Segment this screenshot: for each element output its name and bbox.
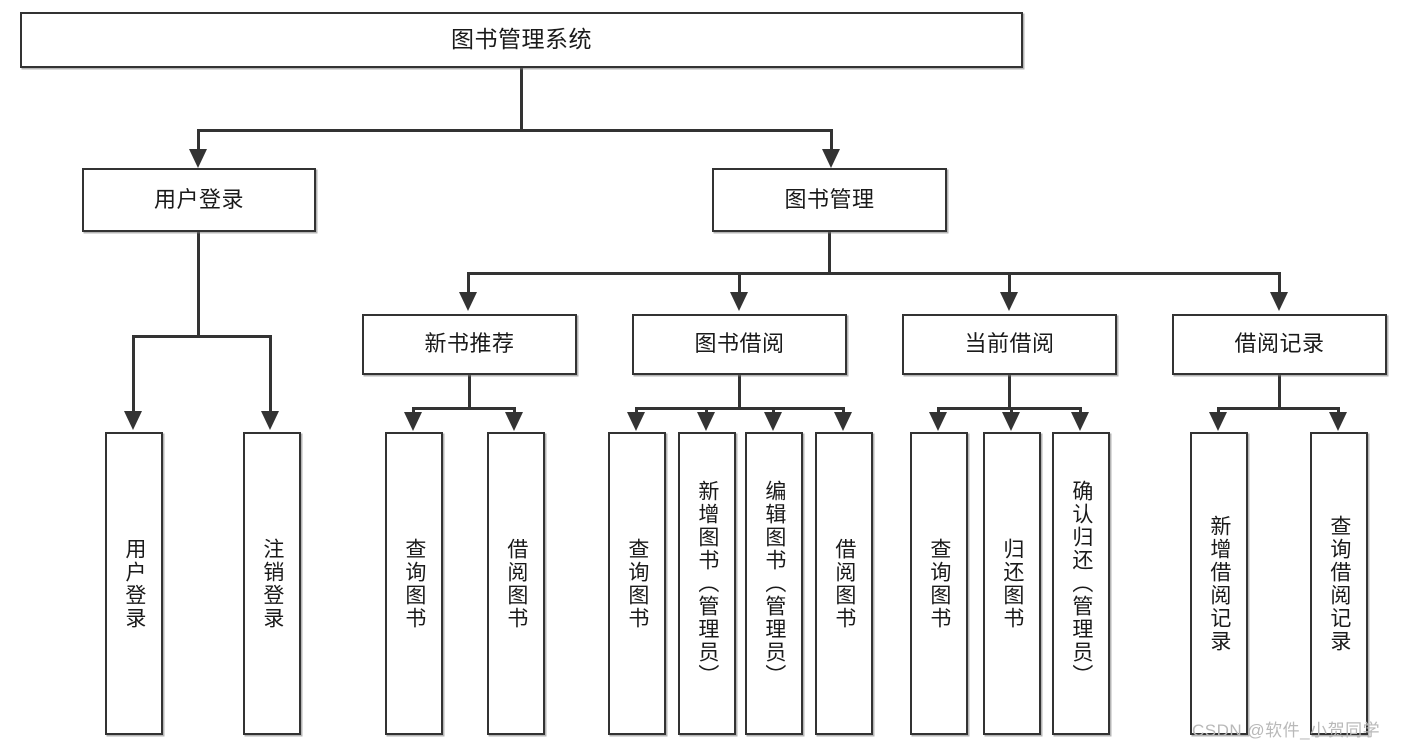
connector-record-drop-2 <box>1337 407 1340 415</box>
node-leaf-query-book-2[interactable]: 查询图书 <box>608 432 666 735</box>
arrow-leaf-add-record <box>1209 412 1227 431</box>
node-leaf-query-book-1[interactable]: 查询图书 <box>385 432 443 735</box>
node-leaf-logout[interactable]: 注销登录 <box>243 432 301 735</box>
node-label: 注销登录 <box>260 537 284 630</box>
node-leaf-add-record[interactable]: 新增借阅记录 <box>1190 432 1248 735</box>
node-label: 用户登录 <box>153 186 244 212</box>
connector-bm-drop-2 <box>738 272 741 294</box>
connector-borrow-drop-2 <box>705 407 708 415</box>
arrow-leaf-return-book <box>1002 412 1020 431</box>
arrow-to-new-book-recommend <box>459 292 477 311</box>
node-leaf-query-book-3[interactable]: 查询图书 <box>910 432 968 735</box>
connector-borrow-bar <box>635 407 844 410</box>
node-leaf-borrow-book-1[interactable]: 借阅图书 <box>487 432 545 735</box>
connector-current-bar <box>937 407 1079 410</box>
node-leaf-confirm-return[interactable]: 确认归还（管理员） <box>1052 432 1110 735</box>
node-leaf-edit-book[interactable]: 编辑图书（管理员） <box>745 432 803 735</box>
node-label: 新增图书（管理员） <box>695 480 719 687</box>
node-new-book-recommend[interactable]: 新书推荐 <box>362 314 577 375</box>
connector-root-stem <box>520 68 523 131</box>
connector-user-login-bar <box>132 335 272 338</box>
connector-recommend-bar <box>412 407 515 410</box>
connector-root-bar <box>197 129 833 132</box>
connector-recommend-drop-2 <box>513 407 516 415</box>
connector-borrow-drop-4 <box>842 407 845 415</box>
connector-current-drop-1 <box>937 407 940 415</box>
arrow-leaf-borrow-book-1 <box>505 412 523 431</box>
arrow-leaf-user-login <box>124 411 142 430</box>
node-label: 归还图书 <box>1000 537 1024 630</box>
node-label: 新书推荐 <box>424 331 515 357</box>
arrow-leaf-borrow-book-2 <box>834 412 852 431</box>
arrow-leaf-confirm-return <box>1071 412 1089 431</box>
connector-user-login-drop-1 <box>132 335 135 413</box>
connector-recommend-drop-1 <box>412 407 415 415</box>
node-book-manage[interactable]: 图书管理 <box>712 168 947 232</box>
node-label: 查询图书 <box>625 537 649 630</box>
connector-user-login-drop-2 <box>269 335 272 413</box>
node-label: 借阅图书 <box>504 537 528 630</box>
connector-borrow-drop-1 <box>635 407 638 415</box>
node-label: 查询图书 <box>927 537 951 630</box>
node-leaf-add-book[interactable]: 新增图书（管理员） <box>678 432 736 735</box>
node-user-login[interactable]: 用户登录 <box>82 168 316 232</box>
connector-to-user-login <box>197 129 200 151</box>
connector-bm-drop-1 <box>467 272 470 294</box>
node-label: 图书管理系统 <box>451 26 592 53</box>
arrow-leaf-query-record <box>1329 412 1347 431</box>
connector-borrow-drop-3 <box>772 407 775 415</box>
arrow-to-borrow-record <box>1270 292 1288 311</box>
node-label: 借阅图书 <box>832 537 856 630</box>
connector-borrow-stem <box>738 375 741 409</box>
connector-user-login-stem <box>197 232 200 337</box>
connector-current-drop-3 <box>1079 407 1082 415</box>
node-label: 借阅记录 <box>1234 331 1325 357</box>
arrow-leaf-add-book <box>697 412 715 431</box>
node-label: 当前借阅 <box>964 331 1055 357</box>
connector-recommend-stem <box>468 375 471 409</box>
arrow-leaf-logout <box>261 411 279 430</box>
node-leaf-return-book[interactable]: 归还图书 <box>983 432 1041 735</box>
arrow-leaf-query-book-2 <box>627 412 645 431</box>
node-leaf-query-record[interactable]: 查询借阅记录 <box>1310 432 1368 735</box>
connector-record-drop-1 <box>1217 407 1220 415</box>
connector-bm-drop-4 <box>1278 272 1281 294</box>
arrow-leaf-edit-book <box>764 412 782 431</box>
arrow-leaf-query-book-1 <box>404 412 422 431</box>
node-leaf-user-login[interactable]: 用户登录 <box>105 432 163 735</box>
node-label: 用户登录 <box>122 537 146 630</box>
arrow-to-user-login <box>189 149 207 168</box>
node-label: 图书管理 <box>784 186 875 212</box>
arrow-leaf-query-book-3 <box>929 412 947 431</box>
connector-current-drop-2 <box>1010 407 1013 415</box>
node-book-borrow[interactable]: 图书借阅 <box>632 314 847 375</box>
node-borrow-record[interactable]: 借阅记录 <box>1172 314 1387 375</box>
node-label: 查询图书 <box>402 537 426 630</box>
connector-bm-drop-3 <box>1008 272 1011 294</box>
node-label: 图书借阅 <box>694 331 785 357</box>
connector-current-stem <box>1008 375 1011 409</box>
node-label: 编辑图书（管理员） <box>762 480 786 687</box>
node-root-system[interactable]: 图书管理系统 <box>20 12 1023 68</box>
node-leaf-borrow-book-2[interactable]: 借阅图书 <box>815 432 873 735</box>
arrow-to-book-manage <box>822 149 840 168</box>
connector-record-stem <box>1278 375 1281 409</box>
node-label: 查询借阅记录 <box>1327 514 1351 653</box>
connector-book-manage-stem <box>828 232 831 274</box>
connector-book-manage-bar <box>467 272 1281 275</box>
node-current-borrow[interactable]: 当前借阅 <box>902 314 1117 375</box>
csdn-watermark: CSDN @软件_小贺同学 <box>1192 721 1381 740</box>
node-label: 新增借阅记录 <box>1207 514 1231 653</box>
connector-record-bar <box>1217 407 1340 410</box>
connector-to-book-manage <box>830 129 833 151</box>
arrow-to-book-borrow <box>730 292 748 311</box>
arrow-to-current-borrow <box>1000 292 1018 311</box>
node-label: 确认归还（管理员） <box>1069 480 1093 687</box>
